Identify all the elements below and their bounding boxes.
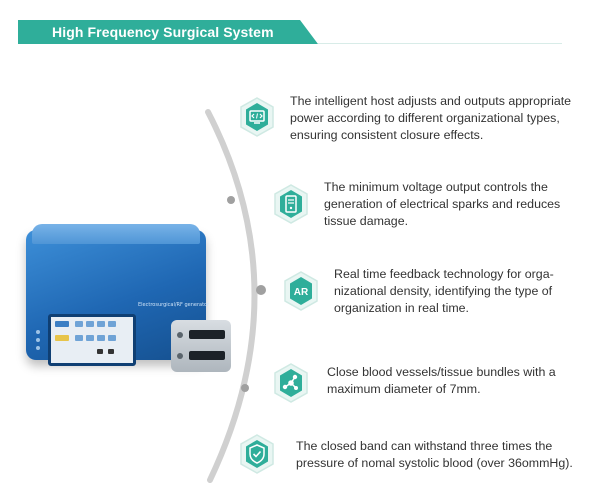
device-screen [48, 314, 136, 366]
header-divider [318, 43, 562, 44]
shield-check-icon [236, 433, 278, 475]
ar-icon: AR [280, 270, 322, 312]
device-top [32, 224, 200, 244]
feature-text: The closed band can withstand three time… [296, 439, 573, 470]
device-label: Electrosurgical/RF generator [138, 302, 210, 308]
feature-text: The minimum voltage output controls the … [324, 180, 561, 228]
page-title: High Frequency Surgical System [52, 24, 274, 40]
surgical-generator-image: Electrosurgical/RF generator [18, 222, 240, 372]
feature-text: Real time feedback technology for orga-n… [334, 267, 554, 315]
molecule-icon [270, 362, 312, 404]
feature-text: The intelligent host adjusts and outputs… [290, 94, 572, 142]
arc-dot [241, 384, 249, 392]
server-icon [270, 183, 312, 225]
arc-dot [256, 285, 266, 295]
arc-dot [227, 196, 235, 204]
device-port-panel [171, 320, 231, 372]
feature-text: Close blood vessels/tissue bundles with … [327, 365, 556, 396]
ar-icon-label: AR [294, 287, 309, 298]
code-icon [236, 96, 278, 138]
header-banner [18, 20, 318, 44]
